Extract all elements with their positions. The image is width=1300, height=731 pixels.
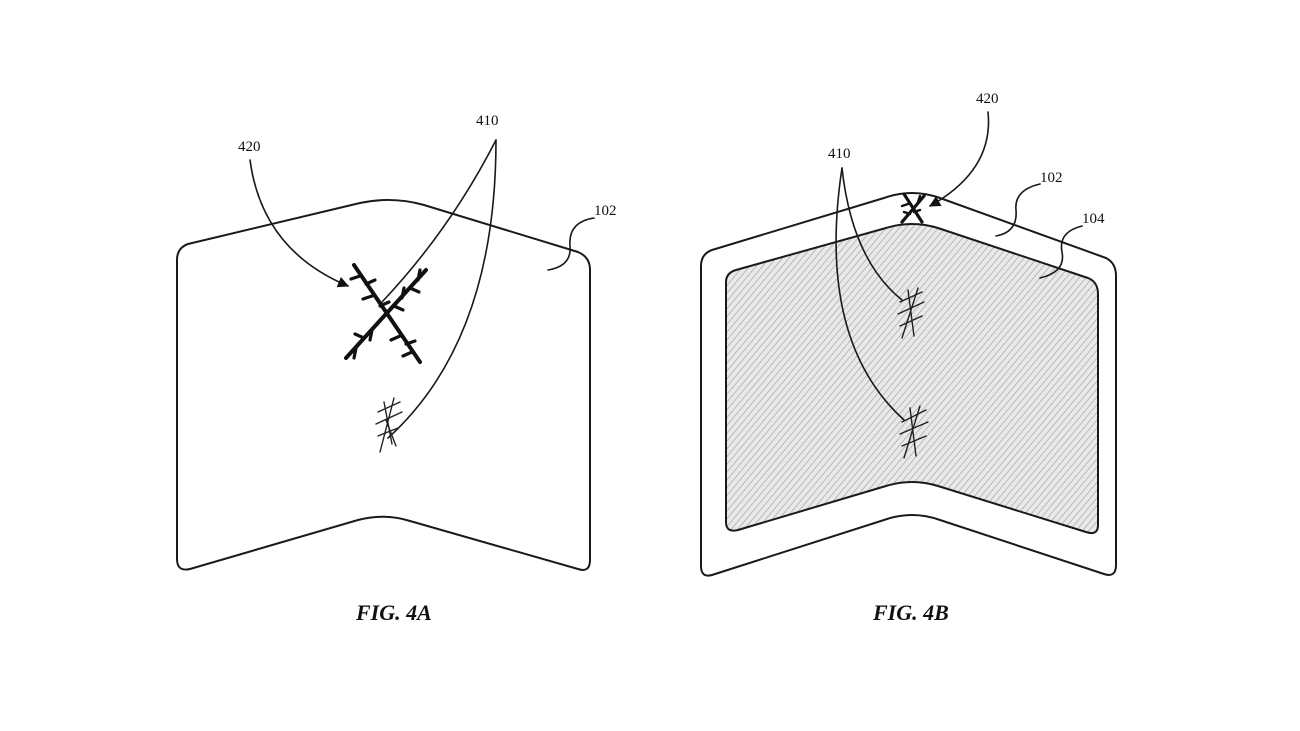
label-410-4b: 410 (828, 146, 851, 162)
crease-x-420-4b (900, 192, 926, 224)
leader-410-4a-a (381, 139, 497, 303)
leader-410-4b-b (835, 167, 905, 421)
crease-x-420-4a (344, 263, 428, 364)
leader-420-4b (929, 111, 990, 207)
label-410-4a: 410 (476, 113, 499, 129)
leader-104-4b (1039, 225, 1083, 279)
crease-hash-410-4a (375, 397, 403, 453)
crease-hash-410-4b-lower (899, 405, 929, 459)
label-102-4a: 102 (594, 203, 617, 219)
leader-410-4a-b (387, 139, 497, 439)
leader-420-4a (249, 159, 350, 288)
label-104-4b: 104 (1082, 211, 1105, 227)
label-102-4b: 102 (1040, 170, 1063, 186)
caption-fig-4b: FIG. 4B (872, 600, 949, 625)
crease-hash-410-4b-upper (897, 287, 925, 339)
leader-102-4b (995, 183, 1041, 237)
label-420-4a: 420 (238, 139, 261, 155)
device-outline-4a (176, 198, 591, 571)
figure-4a: 102 420 410 FIG. 4A (176, 113, 617, 625)
caption-fig-4a: FIG. 4A (355, 600, 432, 625)
leader-102-4a (547, 217, 595, 271)
leader-410-4b-a (841, 167, 903, 301)
display-104 (725, 223, 1099, 535)
label-420-4b: 420 (976, 91, 999, 107)
figure-4b: 102 104 420 410 (700, 91, 1117, 625)
